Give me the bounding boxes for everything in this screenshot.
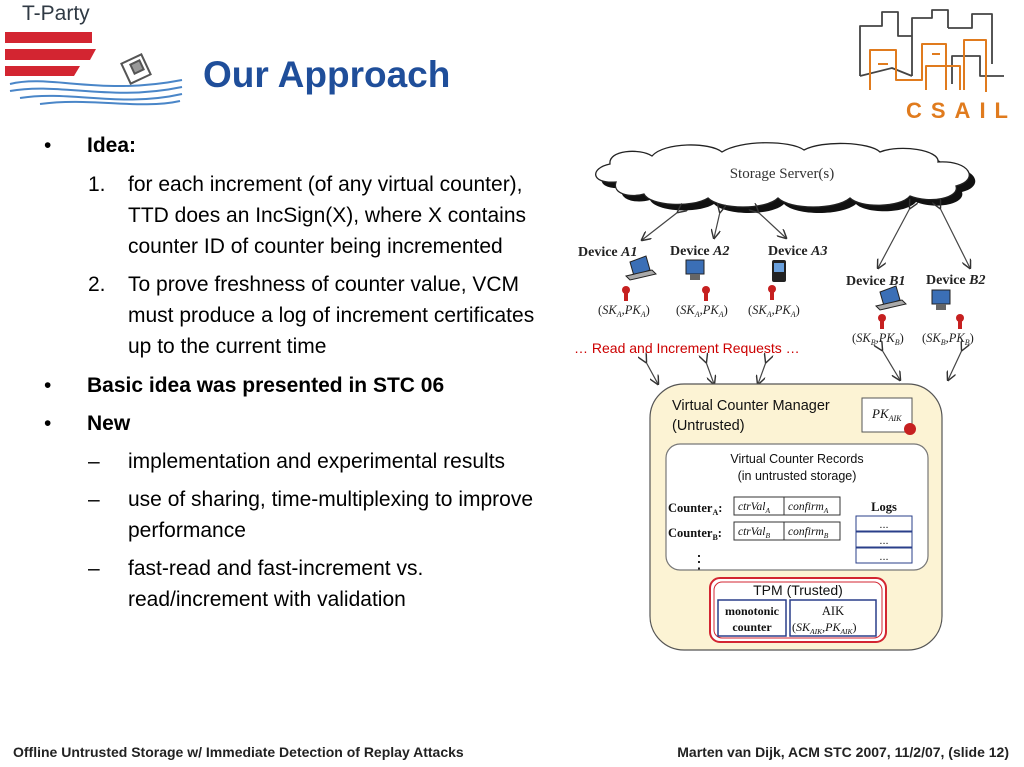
device-a2-keys: (SKA,PKA) — [676, 303, 728, 319]
log-entry — [855, 515, 913, 532]
log-entry-text: ... — [879, 535, 888, 547]
tparty-logo-text: T-Party — [22, 2, 90, 25]
counter-b-label: CounterB: — [668, 526, 722, 542]
log-entry — [855, 547, 913, 564]
csail-wordmark: CSAIL — [906, 98, 1017, 123]
device-b1-label: Device B1 — [846, 274, 906, 289]
bullet-marker: • — [44, 374, 52, 397]
certificate-icon: PKAIK — [861, 397, 916, 435]
log-entry-text: ... — [879, 519, 888, 531]
records-title: Virtual Counter Records — [730, 452, 863, 466]
numbered-item: 1. for each increment (of any virtual co… — [44, 169, 554, 262]
tpm-title: TPM (Trusted) — [753, 582, 843, 598]
dash-item: – fast-read and fast-increment vs. read/… — [44, 553, 554, 615]
confirm-a: confirmA — [788, 501, 829, 515]
counter-a-label: CounterA: — [668, 501, 722, 517]
vcm-title: Virtual Counter Manager — [672, 398, 830, 414]
dash-marker: – — [88, 557, 100, 580]
bullet-item: • New — [44, 408, 554, 439]
device-a2-label: Device A2 — [670, 244, 730, 259]
device-b2-keys: (SKB,PKB) — [922, 331, 974, 347]
number-marker: 2. — [88, 273, 106, 296]
numbered-item: 2. To prove freshness of counter value, … — [44, 269, 554, 362]
desktop-icon — [685, 259, 705, 280]
ctrval-b: ctrValB — [738, 526, 770, 540]
cloud-device-arrows — [642, 208, 970, 268]
numbered-text: for each increment (of any virtual count… — [128, 173, 527, 258]
bullet-item: • Basic idea was presented in STC 06 — [44, 370, 554, 401]
tparty-logo — [0, 0, 190, 112]
aik-box — [789, 599, 877, 637]
device-a3-keys: (SKA,PKA) — [748, 303, 800, 319]
desktop-icon — [931, 289, 951, 310]
monotonic-counter-box — [717, 599, 787, 637]
bullet-list: • Idea: 1. for each increment (of any vi… — [44, 130, 554, 615]
device-a1-keys: (SKA,PKA) — [598, 303, 650, 319]
dash-text: fast-read and fast-increment vs. read/in… — [128, 557, 424, 611]
confirm-b-cell — [783, 521, 841, 541]
numbered-text: To prove freshness of counter value, VCM… — [128, 273, 535, 358]
dash-item: – implementation and experimental result… — [44, 446, 554, 477]
dash-marker: – — [88, 450, 100, 473]
dash-marker: – — [88, 488, 100, 511]
monotonic-line1: monotonic — [725, 604, 780, 618]
dash-text: use of sharing, time-multiplexing to imp… — [128, 488, 534, 542]
log-entry — [855, 531, 913, 548]
csail-logo: CSAIL — [852, 6, 1012, 124]
monotonic-line2: counter — [732, 620, 772, 634]
footer-left-text: Offline Untrusted Storage w/ Immediate D… — [13, 744, 464, 760]
dash-item: – use of sharing, time-multiplexing to i… — [44, 484, 554, 546]
device-vcm-arrows — [646, 350, 962, 384]
bullet-text: New — [87, 412, 131, 435]
aik-line1: AIK — [822, 604, 844, 618]
laptop-icon — [625, 255, 657, 281]
device-a3-label: Device A3 — [768, 244, 828, 259]
dash-text: implementation and experimental results — [128, 450, 506, 473]
storage-server-label: Storage Server(s) — [730, 166, 835, 182]
more-counters-ellipsis: ⋮ — [690, 552, 708, 572]
bullet-text: Idea: — [87, 134, 137, 157]
device-a1-label: Device A1 — [578, 245, 638, 260]
vcm-subtitle: (Untrusted) — [672, 418, 745, 434]
confirm-b: confirmB — [788, 526, 829, 540]
architecture-diagram: Storage Server(s) Device A1 Device A2 De… — [574, 142, 986, 651]
ctrval-a: ctrValA — [738, 501, 770, 515]
device-b1-keys: (SKB,PKB) — [852, 331, 904, 347]
bullet-item: • Idea: — [44, 130, 554, 161]
laptop-icon — [875, 285, 907, 311]
key-icon — [622, 285, 964, 329]
requests-label: … Read and Increment Requests … — [574, 340, 800, 356]
bullet-marker: • — [44, 412, 52, 435]
confirm-a-cell — [783, 496, 841, 516]
device-b2-label: Device B2 — [926, 273, 986, 288]
log-entry-text: ... — [879, 551, 888, 563]
records-subtitle: (in untrusted storage) — [738, 469, 857, 483]
handheld-icon — [772, 260, 786, 282]
bullet-marker: • — [44, 134, 52, 157]
logs-title: Logs — [871, 500, 897, 514]
bullet-text: Basic idea was presented in STC 06 — [87, 374, 445, 397]
slide-title: Our Approach — [203, 54, 451, 95]
number-marker: 1. — [88, 173, 106, 196]
footer-right-text: Marten van Dijk, ACM STC 2007, 11/2/07, … — [677, 744, 1009, 760]
